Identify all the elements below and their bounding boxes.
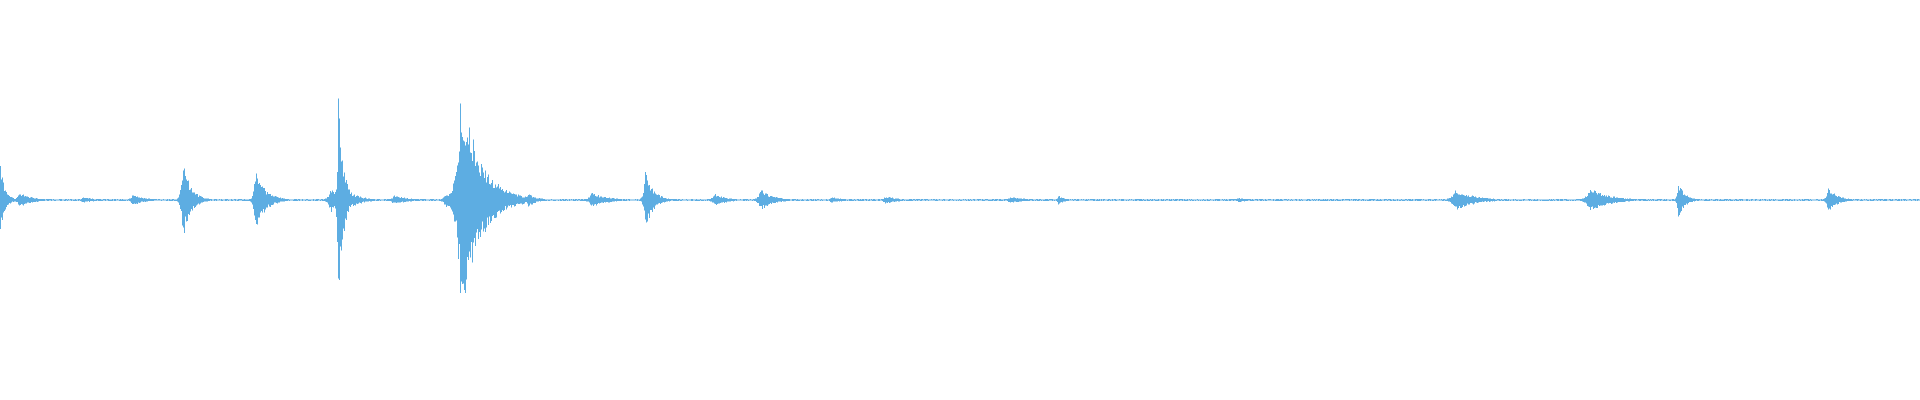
waveform-trace: [0, 98, 1920, 294]
